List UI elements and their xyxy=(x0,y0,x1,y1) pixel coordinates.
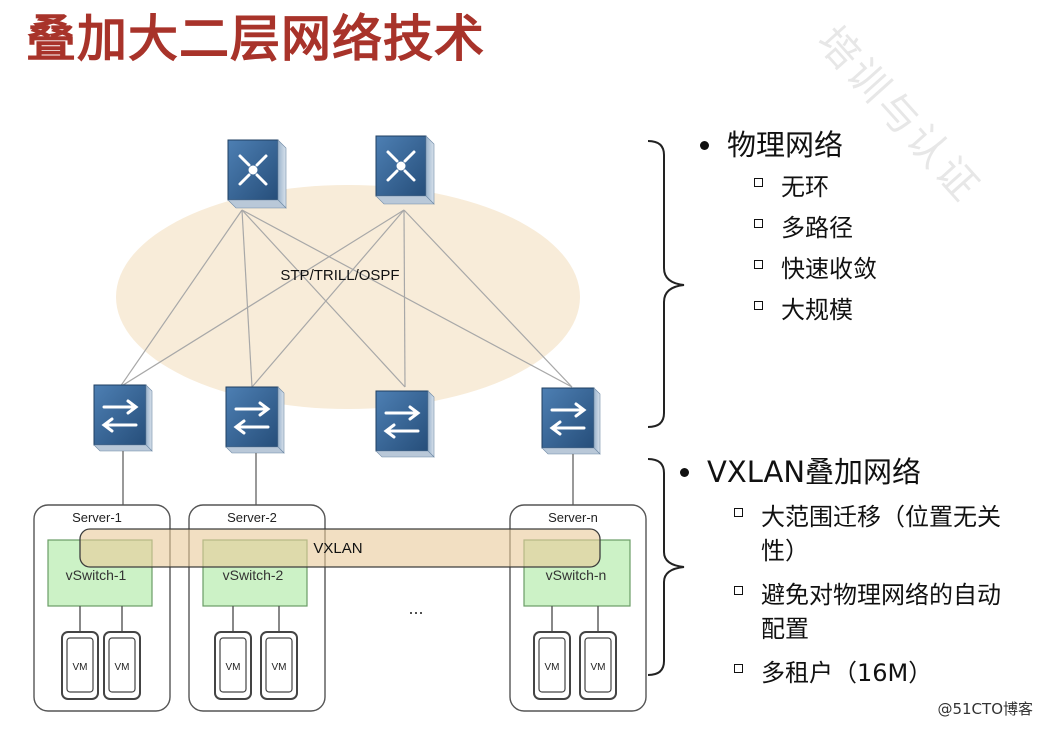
vm-label: VM xyxy=(591,662,606,673)
source-credit: @51CTO博客 xyxy=(937,700,1033,718)
list-item-text: 多租户（16M） xyxy=(761,658,933,687)
access-switch-icon xyxy=(92,383,154,453)
list-item: 大范围迁移（位置无关性） xyxy=(734,500,1011,568)
section-heading-text: VXLAN叠加网络 xyxy=(707,455,922,489)
list-item: 多租户（16M） xyxy=(734,656,1011,690)
vm-label: VM xyxy=(115,662,130,673)
brace-overlay xyxy=(647,458,685,676)
bullet-dot-icon xyxy=(680,467,689,477)
vm-label: VM xyxy=(545,662,560,673)
bullet-square-icon xyxy=(754,300,763,310)
access-switch-icon xyxy=(540,386,602,456)
vm-label: VM xyxy=(73,662,88,673)
core-switch-icon xyxy=(226,138,288,210)
vswitch-label: vSwitch-2 xyxy=(223,567,284,583)
server-label: Server-1 xyxy=(72,510,122,525)
vm-label: VM xyxy=(272,662,287,673)
server-label: Server-n xyxy=(548,510,598,525)
list-item-text: 大范围迁移（位置无关性） xyxy=(761,502,1001,565)
access-switch-icon xyxy=(224,385,286,455)
server-label: Server-2 xyxy=(227,510,277,525)
server-uplinks xyxy=(122,451,574,505)
vxlan-overlay-tunnel xyxy=(79,528,601,568)
page-title: 叠加大二层网络技术 xyxy=(26,10,485,68)
bullet-square-icon xyxy=(734,507,743,517)
vxlan-overlay-section: VXLAN叠加网络 大范围迁移（位置无关性） 避免对物理网络的自动配置 多租户（… xyxy=(680,455,1011,690)
list-item: 避免对物理网络的自动配置 xyxy=(734,578,1011,646)
routing-protocol-label: STP/TRILL/OSPF xyxy=(280,267,399,284)
list-item-text: 无环 xyxy=(781,172,829,201)
physical-network-section: 物理网络 无环 多路径 快速收敛 大规模 xyxy=(700,128,1031,327)
more-servers-ellipsis: ... xyxy=(408,598,423,618)
list-item: 无环 xyxy=(754,170,1031,204)
brace-physical xyxy=(647,140,685,428)
bullet-square-icon xyxy=(754,259,763,269)
list-item-text: 多路径 xyxy=(781,213,853,242)
section-heading-text: 物理网络 xyxy=(727,128,844,162)
mesh-links xyxy=(119,209,573,388)
vm-label: VM xyxy=(226,662,241,673)
list-item: 多路径 xyxy=(754,211,1031,245)
list-item-text: 大规模 xyxy=(781,295,853,324)
routing-domain-cloud xyxy=(116,185,580,409)
access-switch-icon xyxy=(374,389,436,459)
vswitch-label: vSwitch-n xyxy=(546,567,607,583)
vswitch-label: vSwitch-1 xyxy=(66,567,127,583)
bullet-square-icon xyxy=(734,585,743,595)
list-item: 大规模 xyxy=(754,293,1031,327)
core-switch-icon xyxy=(374,134,436,206)
bullet-square-icon xyxy=(754,218,763,228)
section-heading: 物理网络 xyxy=(700,128,1031,163)
bullet-square-icon xyxy=(734,663,743,673)
bullet-dot-icon xyxy=(700,140,709,150)
list-item: 快速收敛 xyxy=(754,252,1031,286)
section-heading: VXLAN叠加网络 xyxy=(680,455,1011,490)
bullet-square-icon xyxy=(754,177,763,187)
list-item-text: 避免对物理网络的自动配置 xyxy=(761,580,1001,643)
list-item-text: 快速收敛 xyxy=(781,254,877,283)
vxlan-label: VXLAN xyxy=(313,540,362,557)
